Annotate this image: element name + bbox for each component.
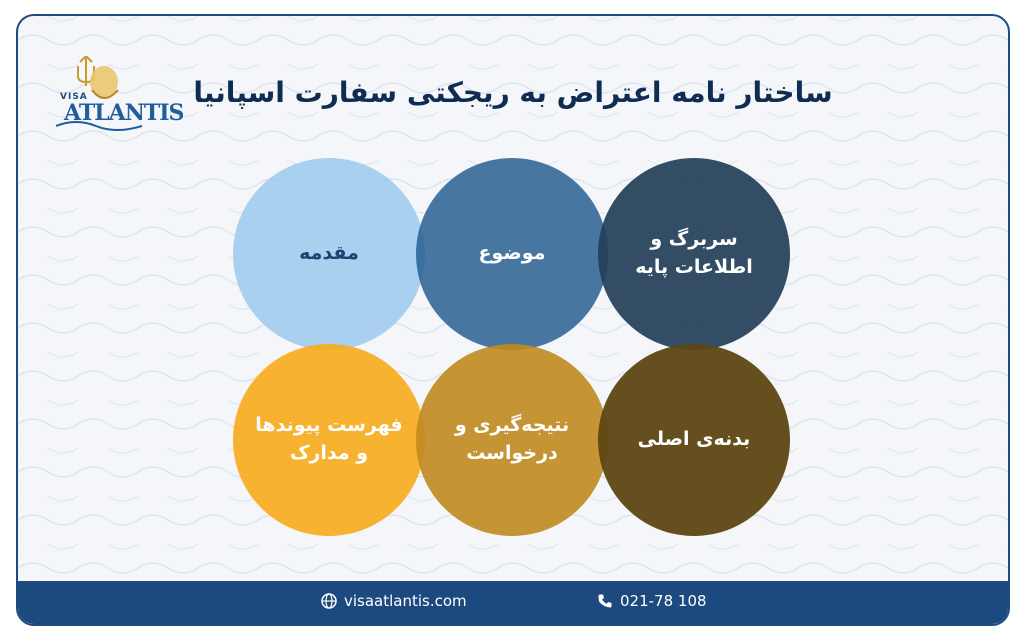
circle-label: فهرست پیوندها و مدارک — [255, 414, 403, 464]
circle-letterhead-basic-info: سربرگ و اطلاعات پایه — [598, 158, 790, 350]
circle-label: موضوع — [478, 242, 546, 265]
circle-label: سربرگ و اطلاعات پایه — [635, 228, 753, 278]
phone-text: 021-78 108 — [620, 592, 707, 610]
logo-brand-text: ATLANTIS — [64, 100, 184, 126]
circle-conclusion-request: نتیجه‌گیری و درخواست — [416, 344, 608, 536]
footer-bar: visaatlantis.com 021-78 108 — [18, 581, 1008, 624]
circle-subject: موضوع — [416, 158, 608, 350]
footer-phone[interactable]: 021-78 108 — [597, 592, 707, 610]
circle-label: مقدمه — [299, 242, 359, 265]
circle-main-body: بدنه‌ی اصلی — [598, 344, 790, 536]
phone-icon — [598, 594, 612, 608]
footer-website[interactable]: visaatlantis.com — [321, 592, 467, 610]
globe-icon — [321, 593, 337, 609]
website-text: visaatlantis.com — [344, 592, 467, 610]
circle-introduction: مقدمه — [233, 158, 425, 350]
circle-label: بدنه‌ی اصلی — [637, 428, 751, 451]
page-title: ساختار نامه اعتراض به ریجکتی سفارت اسپان… — [193, 76, 833, 109]
infographic-card: VISA ATLANTIS ساختار نامه اعتراض به ریجک… — [16, 14, 1010, 626]
trident-emblem-icon — [55, 56, 143, 131]
visa-atlantis-logo: VISA ATLANTIS — [46, 56, 184, 136]
logo-visa-text: VISA — [60, 92, 88, 102]
circle-attachments-list: فهرست پیوندها و مدارک — [233, 344, 425, 536]
circle-label: نتیجه‌گیری و درخواست — [454, 414, 570, 464]
